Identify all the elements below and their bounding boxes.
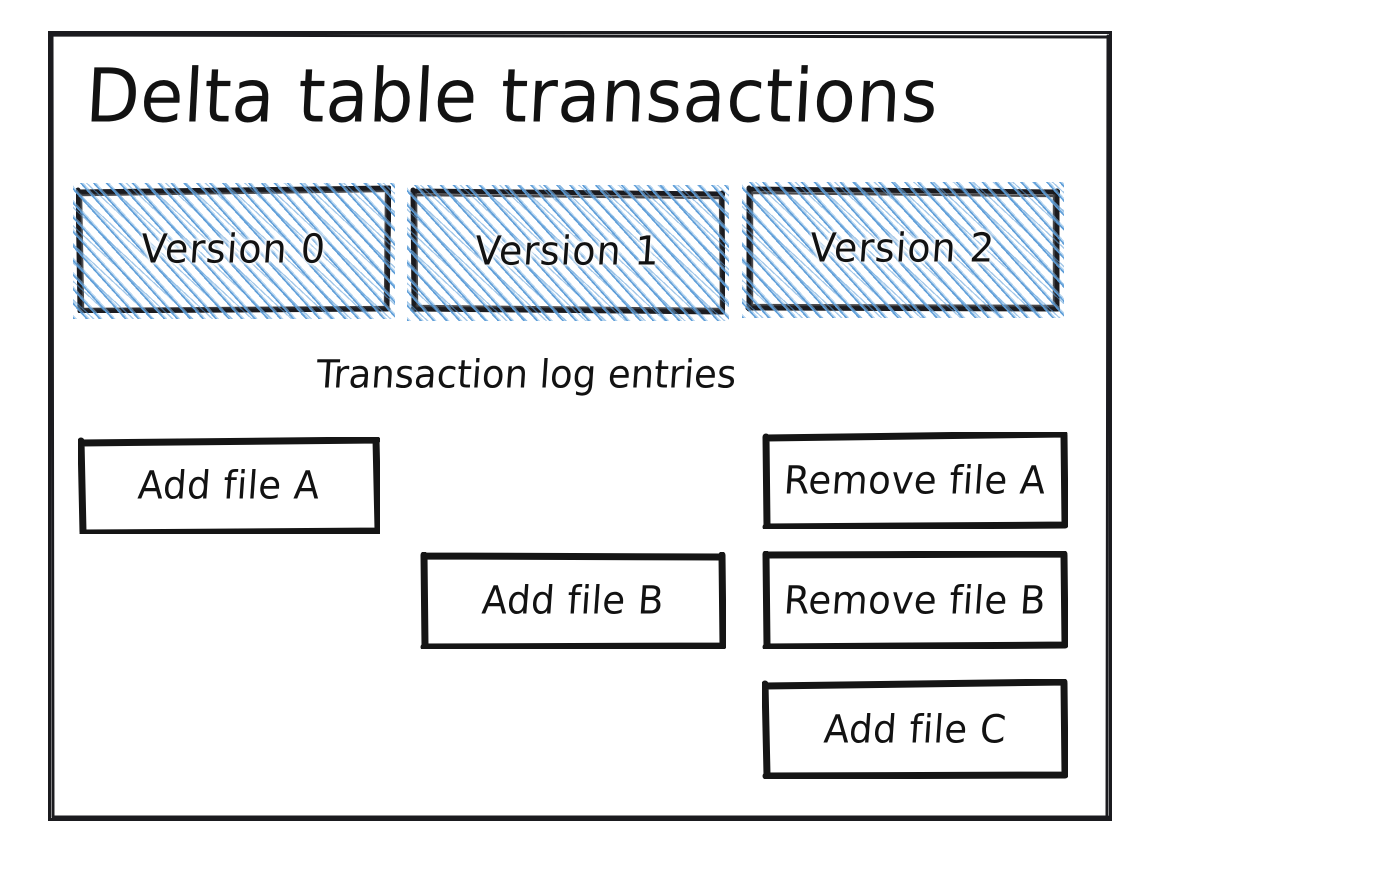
version-box-label: Version 2 [808,224,997,272]
log-entry-label: Remove file A [782,457,1048,504]
version-box-label: Version 1 [473,227,662,275]
version-box-0[interactable]: Version 0 [73,183,395,319]
log-entry-label: Remove file B [782,577,1048,623]
diagram-title: Delta table transactions [83,52,941,140]
log-entry-label: Add file A [136,462,322,509]
log-entry-label: Add file C [822,706,1008,752]
version-box-1[interactable]: Version 1 [407,185,729,321]
version-box-2[interactable]: Version 2 [742,182,1064,318]
version-box-label: Version 0 [139,225,328,273]
log-entry-add-file-c[interactable]: Add file C [762,679,1068,779]
section-caption: Transaction log entries [314,352,738,398]
log-entry-remove-file-a[interactable]: Remove file A [762,432,1068,529]
log-entry-label: Add file B [480,577,666,624]
log-entry-remove-file-b[interactable]: Remove file B [762,551,1068,649]
log-entry-add-file-b[interactable]: Add file B [420,552,726,649]
log-entry-add-file-a[interactable]: Add file A [78,437,380,534]
